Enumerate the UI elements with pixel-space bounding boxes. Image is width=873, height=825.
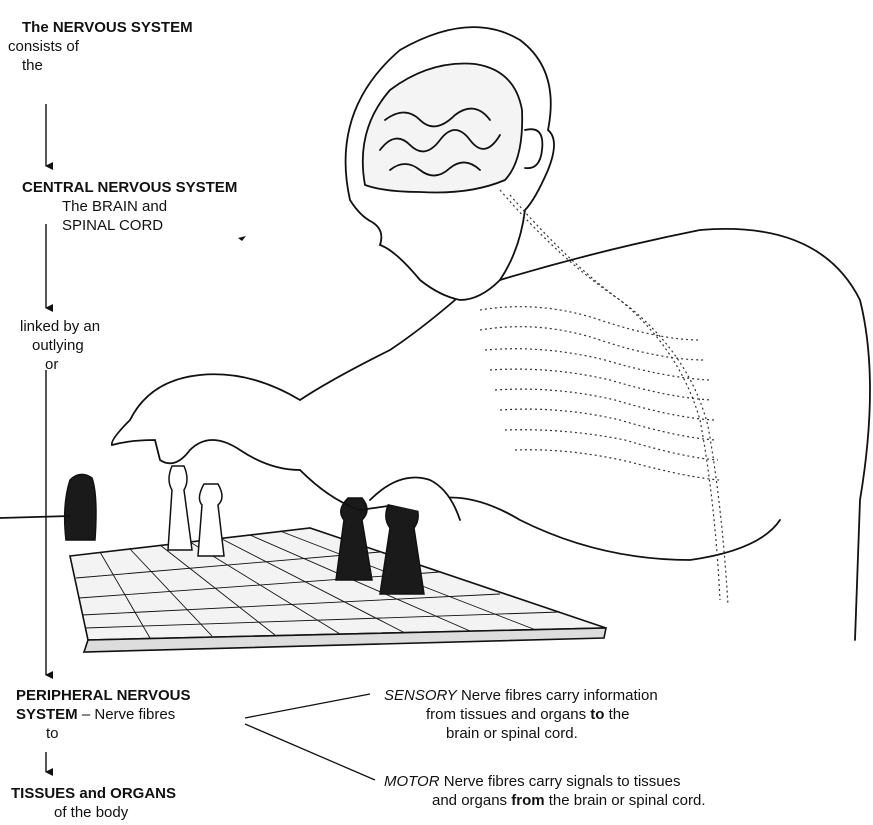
left-arm (300, 470, 780, 560)
chess-board (70, 528, 606, 652)
human-figure (0, 27, 870, 640)
neck-front (300, 300, 455, 400)
table-edge (0, 516, 70, 518)
spinal-cord (500, 190, 720, 600)
branch-lines (245, 694, 375, 780)
shoulder-back (500, 229, 870, 640)
branch-to-sensory (245, 694, 370, 718)
white-queen (198, 484, 224, 556)
stray-mark (238, 236, 246, 241)
white-king-lifted (168, 466, 192, 550)
black-knight (65, 474, 96, 540)
black-queen (336, 498, 372, 580)
branch-to-motor (245, 724, 375, 780)
right-arm (112, 374, 300, 470)
